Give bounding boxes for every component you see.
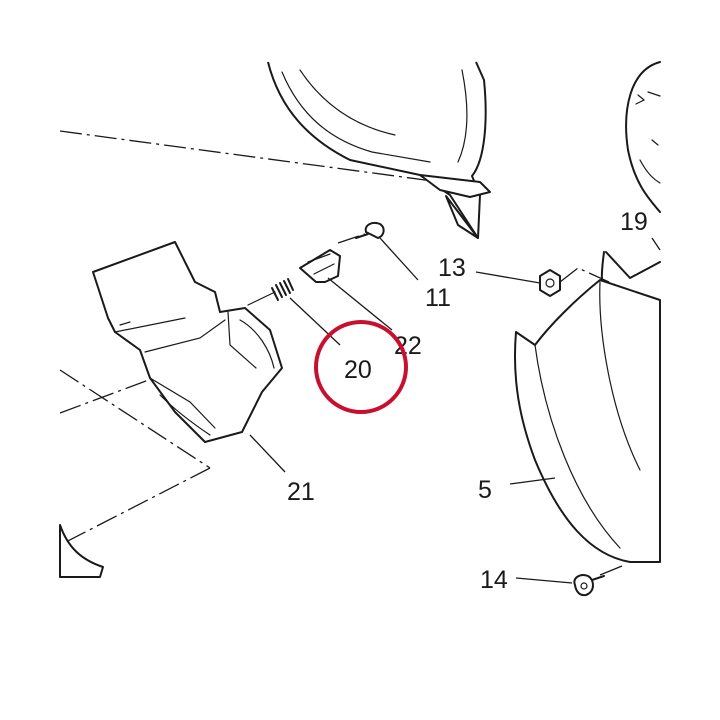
screw-part-11 xyxy=(355,222,385,239)
upper-bracket-part xyxy=(267,61,491,239)
lower-left-fragment xyxy=(59,524,104,578)
callout-22: 22 xyxy=(394,332,422,360)
callout-5: 5 xyxy=(478,476,492,504)
spring-part-20 xyxy=(247,278,294,306)
callout-20: 20 xyxy=(344,356,372,384)
center-lines xyxy=(59,130,661,546)
callout-labels: 5 11 13 14 19 20 21 22 xyxy=(287,208,648,594)
bolt-part-14 xyxy=(573,574,605,597)
leader-lines xyxy=(249,237,661,584)
highlight-circle xyxy=(314,320,408,414)
callout-11: 11 xyxy=(425,284,451,312)
sleeve-part-22 xyxy=(299,249,341,283)
cover-part-5 xyxy=(513,279,661,563)
callout-21: 21 xyxy=(287,478,315,506)
callout-19: 19 xyxy=(620,208,648,236)
callout-13: 13 xyxy=(438,254,466,282)
housing-part-21 xyxy=(92,241,283,443)
nut-part-13 xyxy=(539,269,561,297)
callout-14: 14 xyxy=(480,566,508,594)
